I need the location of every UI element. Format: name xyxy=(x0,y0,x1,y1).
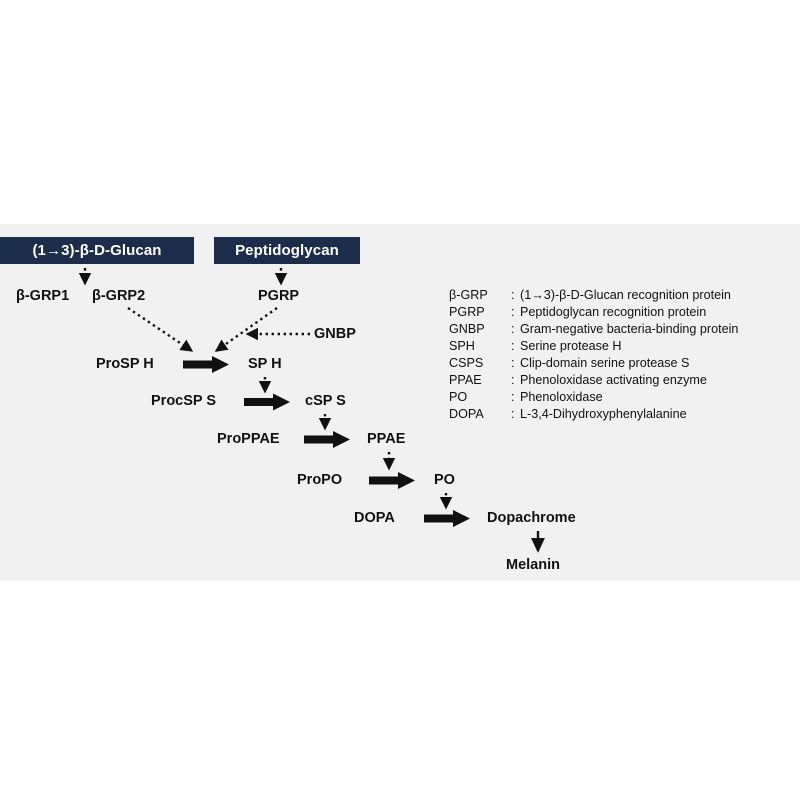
legend-row: β-GRP : (1→3)-β-D-Glucan recognition pro… xyxy=(449,287,738,304)
node-proppae: ProPPAE xyxy=(217,431,280,447)
legend-definition: (1→3)-β-D-Glucan recognition protein xyxy=(520,288,731,302)
legend-definition: Serine protease H xyxy=(520,339,622,353)
node-dopachrome: Dopachrome xyxy=(487,510,576,526)
node-csp-s: cSP S xyxy=(305,393,346,409)
legend-abbr: DOPA xyxy=(449,407,484,421)
legend-colon: : xyxy=(511,390,515,404)
legend-definition: Peptidoglycan recognition protein xyxy=(520,305,707,319)
legend-colon: : xyxy=(511,407,515,421)
legend-row: PO : Phenoloxidase xyxy=(449,389,738,406)
node-dopa: DOPA xyxy=(354,510,395,526)
node-melanin: Melanin xyxy=(506,557,560,573)
node-po: PO xyxy=(434,472,455,488)
source-box-glucan-label: (1→3)-β-D-Glucan xyxy=(32,242,162,259)
node-prosp-h: ProSP H xyxy=(96,356,154,372)
legend-definition: L-3,4-Dihydroxyphenylalanine xyxy=(520,407,687,421)
node-propo: ProPO xyxy=(297,472,343,488)
legend-definition: Phenoloxidase xyxy=(520,390,603,404)
node-gnbp: GNBP xyxy=(314,326,356,342)
source-box-peptidoglycan-label: Peptidoglycan xyxy=(235,242,339,259)
node-procsp-s: ProcSP S xyxy=(151,393,217,409)
legend-abbr: PO xyxy=(449,390,468,404)
node-beta-grp2: β-GRP2 xyxy=(92,288,146,304)
legend-abbr: GNBP xyxy=(449,322,485,336)
legend-definition: Phenoloxidase activating enzyme xyxy=(520,373,707,387)
legend-abbr: β-GRP xyxy=(449,288,488,302)
node-sp-h: SP H xyxy=(248,356,282,372)
legend-row: SPH : Serine protease H xyxy=(449,338,738,355)
legend-abbr: SPH xyxy=(449,339,475,353)
legend-colon: : xyxy=(511,288,515,302)
legend-definition: Clip-domain serine protease S xyxy=(520,356,690,370)
legend-definition: Gram-negative bacteria-binding protein xyxy=(520,322,739,336)
legend: β-GRP : (1→3)-β-D-Glucan recognition pro… xyxy=(449,287,738,423)
legend-row: PPAE : Phenoloxidase activating enzyme xyxy=(449,372,738,389)
node-beta-grp1: β-GRP1 xyxy=(16,288,70,304)
legend-colon: : xyxy=(511,356,515,370)
legend-colon: : xyxy=(511,373,515,387)
legend-row: GNBP : Gram-negative bacteria-binding pr… xyxy=(449,321,738,338)
legend-colon: : xyxy=(511,305,515,319)
legend-colon: : xyxy=(511,339,515,353)
legend-row: CSPS : Clip-domain serine protease S xyxy=(449,355,738,372)
node-pgrp: PGRP xyxy=(258,288,300,304)
source-box-glucan: (1→3)-β-D-Glucan xyxy=(0,237,194,264)
legend-colon: : xyxy=(511,322,515,336)
legend-row: PGRP : Peptidoglycan recognition protein xyxy=(449,304,738,321)
diagram-panel xyxy=(0,224,800,581)
legend-row: DOPA : L-3,4-Dihydroxyphenylalanine xyxy=(449,406,738,423)
source-box-peptidoglycan: Peptidoglycan xyxy=(214,237,360,264)
legend-abbr: PGRP xyxy=(449,305,485,319)
node-ppae: PPAE xyxy=(367,431,406,447)
legend-abbr: PPAE xyxy=(449,373,482,387)
legend-abbr: CSPS xyxy=(449,356,484,370)
